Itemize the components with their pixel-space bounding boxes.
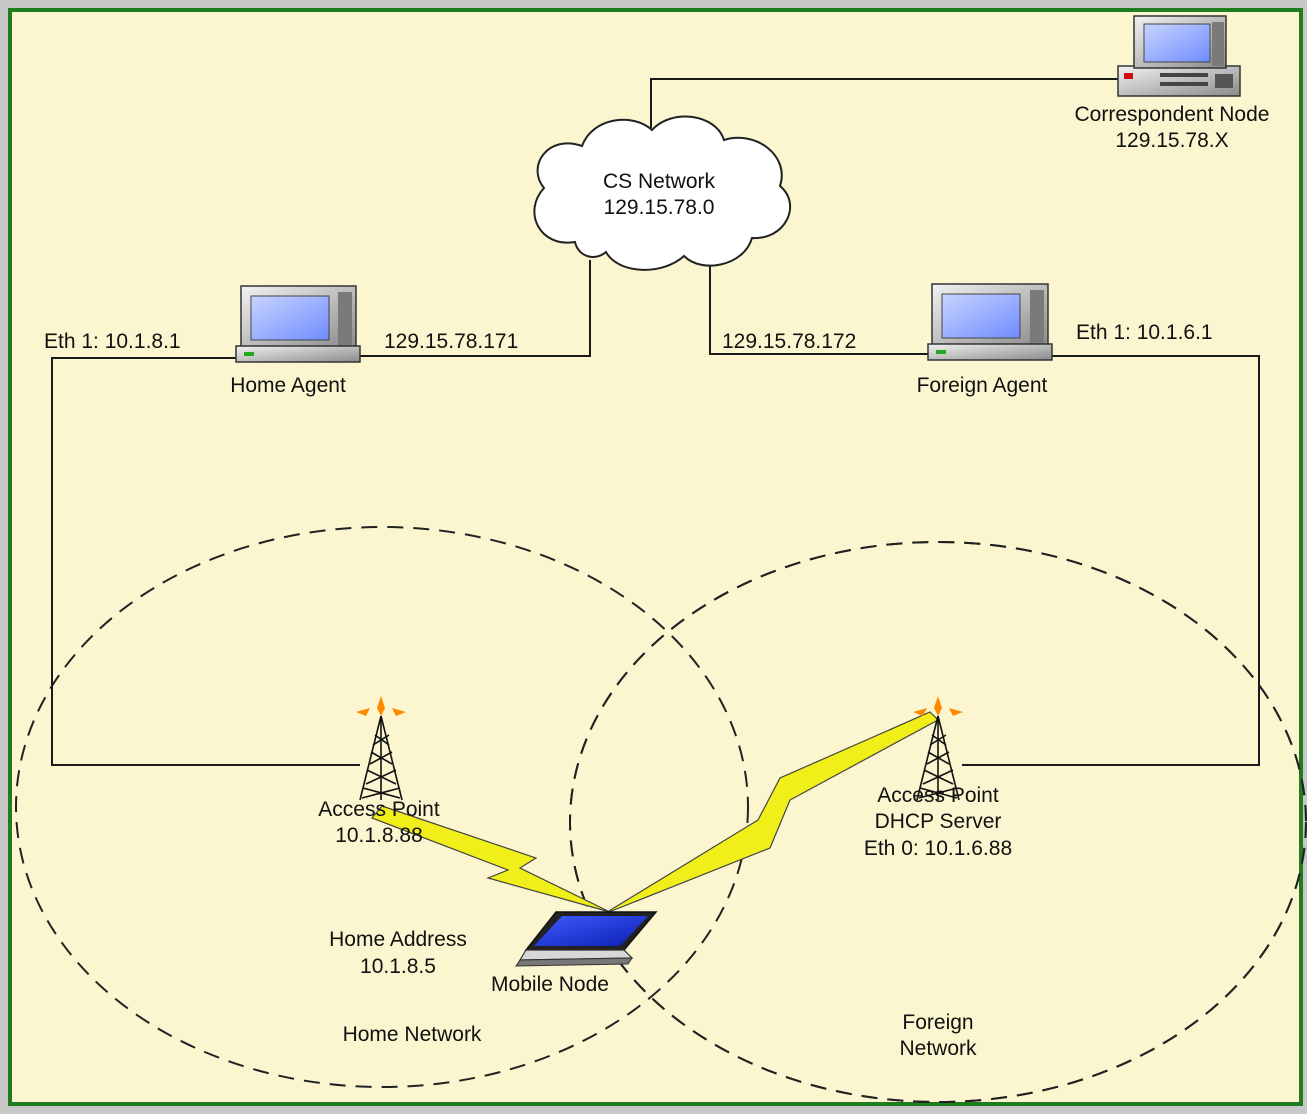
foreign-ap-name: Access Point (877, 784, 999, 807)
link-home-agent-access-point (51, 357, 360, 766)
antenna-tower-icon (913, 696, 963, 801)
home-agent-eth1: Eth 1: 10.1.8.1 (44, 330, 181, 353)
desktop-computer-icon (235, 285, 361, 363)
home-ap-address: 10.1.8.88 (335, 824, 423, 847)
home-agent-name: Home Agent (230, 374, 346, 397)
link-cloud-correspondent (650, 78, 1128, 128)
cloud-address: 129.15.78.0 (604, 196, 715, 219)
cloud-icon (533, 115, 791, 271)
home-ap-name: Access Point (318, 798, 440, 821)
link-cloud-foreign-agent (709, 262, 935, 355)
lightning-bolt-icon (603, 711, 939, 915)
desktop-computer-icon (927, 283, 1053, 361)
foreign-ap-eth0: Eth 0: 10.1.6.88 (864, 837, 1012, 860)
link-cloud-home-agent (352, 260, 591, 357)
mobile-node-name: Mobile Node (491, 973, 609, 996)
cloud-title: CS Network (603, 170, 716, 193)
server-computer-icon (1117, 15, 1241, 97)
lightning-bolt-icon (371, 805, 611, 913)
laptop-icon (515, 911, 658, 967)
foreign-network-label-line2: Network (899, 1037, 977, 1060)
foreign-agent-eth1: Eth 1: 10.1.6.1 (1076, 321, 1213, 344)
link-foreign-agent-access-point (962, 355, 1260, 766)
home-network-label: Home Network (343, 1023, 482, 1046)
mobile-home-address-label: Home Address (329, 928, 467, 951)
home-network-boundary (15, 526, 749, 1088)
correspondent-address: 129.15.78.X (1115, 129, 1228, 152)
foreign-network-boundary-overlay (569, 541, 1307, 1103)
foreign-network-label-line1: Foreign (902, 1011, 973, 1034)
correspondent-name: Correspondent Node (1075, 103, 1270, 126)
home-agent-external-ip: 129.15.78.171 (384, 330, 518, 353)
mobile-home-address: 10.1.8.5 (360, 955, 436, 978)
foreign-agent-name: Foreign Agent (917, 374, 1048, 397)
antenna-tower-icon (356, 696, 406, 801)
foreign-agent-external-ip: 129.15.78.172 (722, 330, 856, 353)
foreign-ap-role: DHCP Server (875, 810, 1002, 833)
